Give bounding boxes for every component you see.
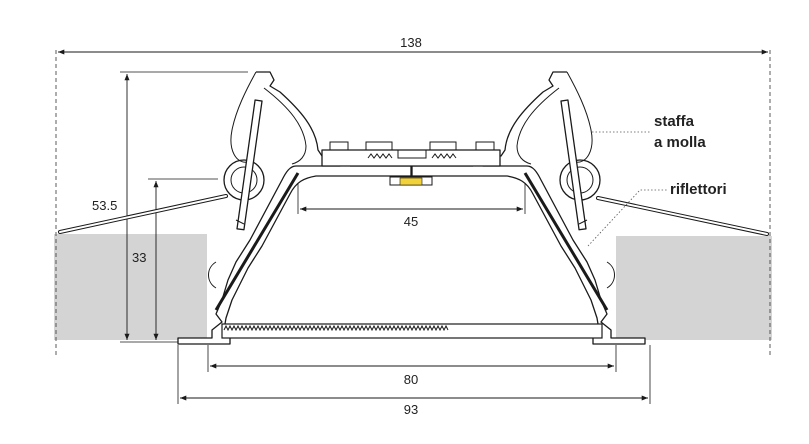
profile-right-half: [411, 71, 646, 345]
profile-height-label: 53.5: [92, 198, 117, 213]
ceiling-left: [54, 234, 207, 340]
led-chip: [399, 177, 423, 186]
spring-bracket-label-2: a molla: [654, 134, 706, 151]
reflector-right: [523, 172, 609, 311]
reflectors-label: riflettori: [670, 181, 727, 198]
spring-leg-left: [236, 99, 263, 231]
reflector-left: [214, 172, 300, 311]
outer-width-label: 93: [404, 402, 418, 417]
inner-width-label: 80: [404, 372, 418, 387]
overall-width-label: 138: [400, 35, 422, 50]
diffuser: [221, 323, 603, 339]
reflectors-leader: [587, 189, 668, 247]
profile-left-half: [177, 71, 412, 345]
top-rail: [321, 141, 501, 167]
inner-height-label: 33: [132, 250, 146, 265]
spring-bracket-label-1: staffa: [654, 113, 695, 130]
opening-label: 45: [404, 214, 418, 229]
ceiling-right: [616, 236, 772, 340]
